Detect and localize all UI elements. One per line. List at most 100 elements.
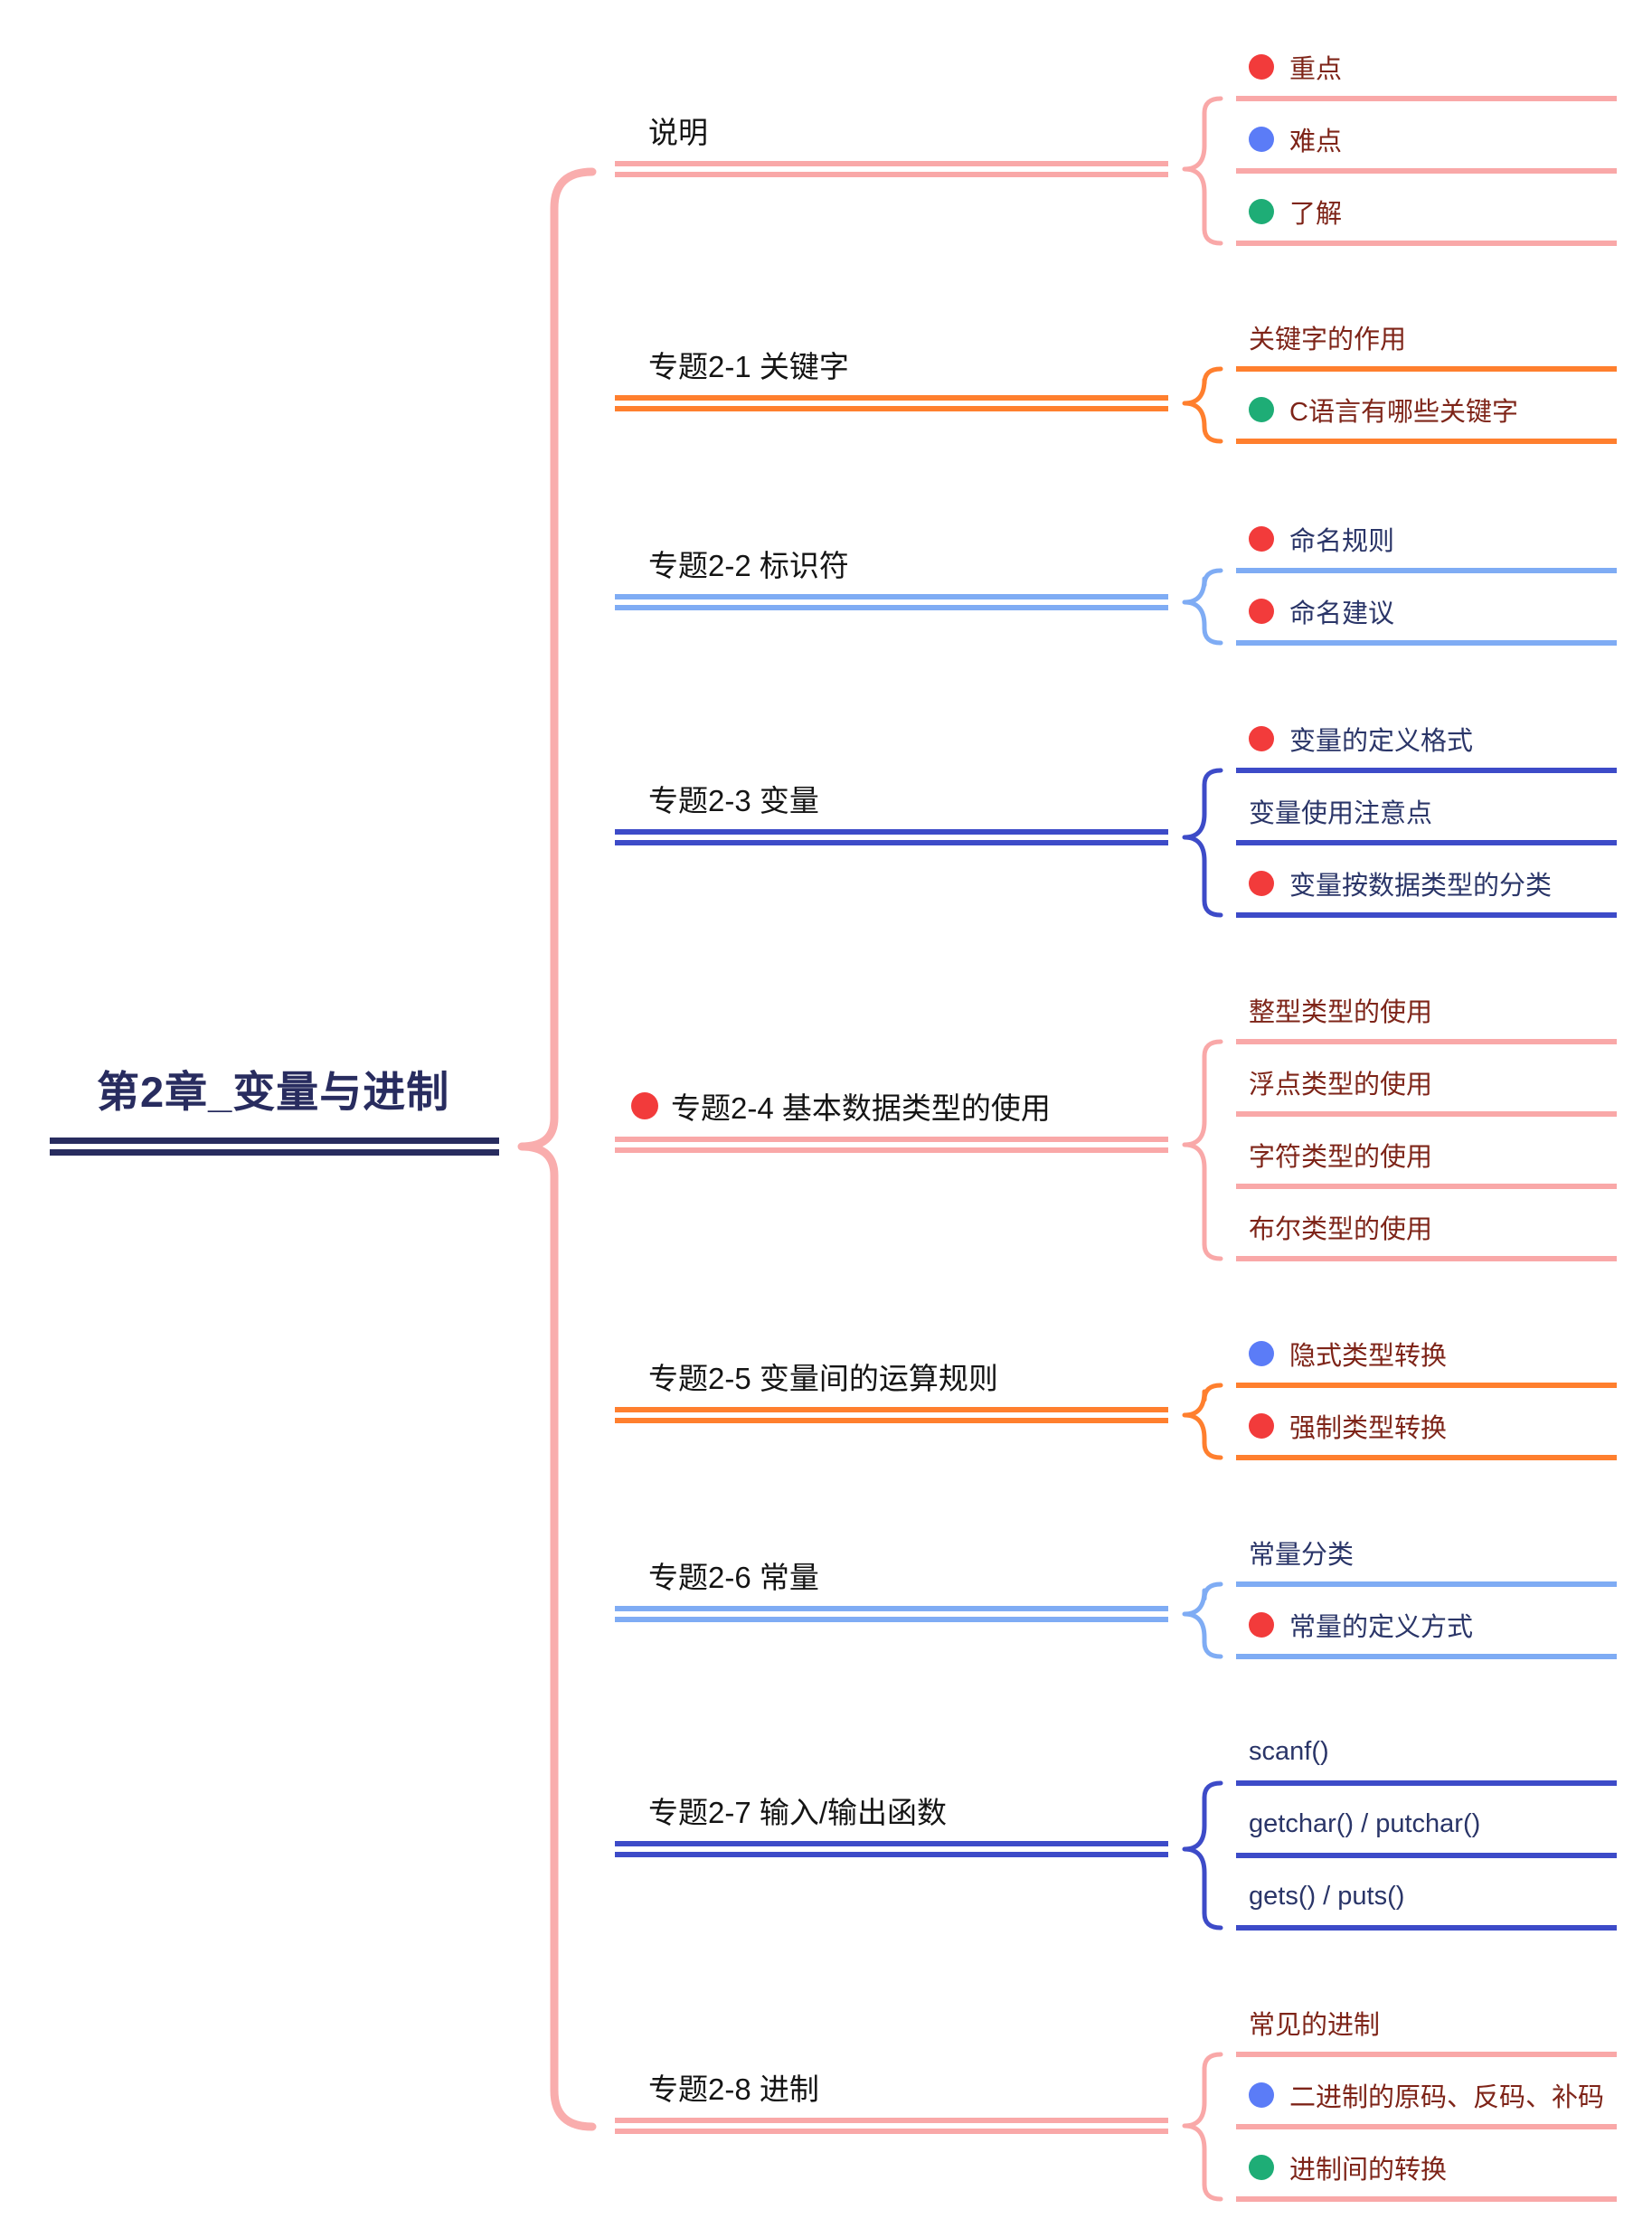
topic-2-5-operation-rules[interactable]: 专题2-5 变量间的运算规则: [615, 1356, 1168, 1423]
topic-label: 专题2-7 输入/输出函数: [648, 1796, 948, 1829]
topic-2-8-number-systems[interactable]: 专题2-8 进制: [615, 2067, 1168, 2134]
subtopic[interactable]: 变量使用注意点: [1236, 773, 1617, 845]
subtopic-label: 常量的定义方式: [1289, 1613, 1474, 1642]
topic-2-1-keywords[interactable]: 专题2-1 关键字: [615, 345, 1168, 411]
subtopic-label: 了解: [1289, 200, 1343, 229]
branch-brace: [1182, 366, 1223, 444]
subtopic[interactable]: 重点: [1236, 29, 1617, 101]
topic-2-4-basic-data-types[interactable]: 专题2-4 基本数据类型的使用: [615, 1086, 1168, 1153]
topic-underline: [615, 1841, 1168, 1857]
subtopic[interactable]: 常量分类: [1236, 1515, 1617, 1587]
topic-2-7-io-functions[interactable]: 专题2-7 输入/输出函数: [615, 1790, 1168, 1857]
subtopic[interactable]: C语言有哪些关键字: [1236, 372, 1617, 444]
topic-underline: [615, 161, 1168, 177]
subtopic-label: 常量分类: [1249, 1541, 1355, 1570]
subtopic-label: gets() / puts(): [1249, 1881, 1405, 1911]
subtopic[interactable]: 了解: [1236, 174, 1617, 246]
priority-dot-blue-icon: [1249, 127, 1274, 152]
subtopic[interactable]: scanf(): [1236, 1713, 1617, 1786]
topic-underline: [615, 1407, 1168, 1423]
topic-2-2-identifiers[interactable]: 专题2-2 标识符: [615, 543, 1168, 610]
subtopic-label: 字符类型的使用: [1249, 1143, 1433, 1172]
subtopics-shuoming: 重点 难点 了解: [1236, 29, 1617, 246]
priority-dot-red-icon: [1249, 1612, 1274, 1638]
subtopics-2-4: 整型类型的使用 浮点类型的使用 字符类型的使用 布尔类型的使用: [1236, 972, 1617, 1261]
branch-brace: [1182, 1383, 1223, 1460]
topic-2-6-constants[interactable]: 专题2-6 常量: [615, 1555, 1168, 1622]
subtopics-2-7: scanf() getchar() / putchar() gets() / p…: [1236, 1713, 1617, 1931]
subtopic[interactable]: 布尔类型的使用: [1236, 1189, 1617, 1261]
subtopics-2-2: 命名规则 命名建议: [1236, 501, 1617, 646]
subtopic-label: 布尔类型的使用: [1249, 1215, 1433, 1244]
branch-brace: [1182, 768, 1223, 918]
root-topic[interactable]: 第2章_变量与进制: [50, 1065, 499, 1156]
subtopics-2-1: 关键字的作用 C语言有哪些关键字: [1236, 299, 1617, 444]
subtopic[interactable]: 关键字的作用: [1236, 299, 1617, 372]
topic-label: 专题2-5 变量间的运算规则: [648, 1362, 998, 1395]
topic-2-3-variables[interactable]: 专题2-3 变量: [615, 779, 1168, 845]
subtopics-2-5: 隐式类型转换 强制类型转换: [1236, 1316, 1617, 1460]
topic-underline: [615, 829, 1168, 845]
subtopic[interactable]: 变量的定义格式: [1236, 701, 1617, 773]
topic-underline: [615, 395, 1168, 411]
subtopic[interactable]: 隐式类型转换: [1236, 1316, 1617, 1388]
branch-brace: [1182, 1581, 1223, 1659]
subtopic-label: 关键字的作用: [1249, 326, 1407, 354]
subtopic[interactable]: 变量按数据类型的分类: [1236, 845, 1617, 918]
subtopic-label: 进制间的转换: [1289, 2156, 1448, 2185]
subtopic-label: 命名建议: [1289, 599, 1395, 628]
root-topic-label: 第2章_变量与进制: [97, 1068, 450, 1116]
subtopics-2-6: 常量分类 常量的定义方式: [1236, 1515, 1617, 1659]
subtopics-2-3: 变量的定义格式 变量使用注意点 变量按数据类型的分类: [1236, 701, 1617, 918]
topic-label: 专题2-6 常量: [648, 1561, 819, 1594]
priority-dot-red-icon: [1249, 526, 1274, 552]
topic-label: 专题2-4 基本数据类型的使用: [671, 1091, 1051, 1125]
priority-dot-green-icon: [1249, 2155, 1274, 2180]
subtopics-2-8: 常见的进制 二进制的原码、反码、补码 进制间的转换: [1236, 1985, 1617, 2202]
topic-label: 专题2-1 关键字: [648, 350, 849, 383]
subtopic-label: 重点: [1289, 55, 1343, 84]
subtopic-label: 难点: [1289, 127, 1343, 156]
subtopic[interactable]: 整型类型的使用: [1236, 972, 1617, 1044]
branch-brace: [1182, 2052, 1223, 2202]
subtopic-label: 常见的进制: [1249, 2011, 1381, 2040]
priority-dot-red-icon: [1249, 1413, 1274, 1439]
subtopic-label: getchar() / putchar(): [1249, 1808, 1481, 1838]
priority-dot-red-icon: [631, 1092, 658, 1119]
root-brace: [517, 167, 597, 2131]
subtopic-label: 命名规则: [1289, 527, 1395, 556]
subtopic-label: 隐式类型转换: [1289, 1342, 1448, 1371]
topic-shuoming[interactable]: 说明: [615, 110, 1168, 177]
subtopic-label: 变量按数据类型的分类: [1289, 872, 1553, 901]
branch-brace: [1182, 1780, 1223, 1931]
subtopic[interactable]: 浮点类型的使用: [1236, 1044, 1617, 1117]
subtopic[interactable]: 命名建议: [1236, 573, 1617, 646]
subtopic[interactable]: 常见的进制: [1236, 1985, 1617, 2057]
subtopic-label: 强制类型转换: [1289, 1414, 1448, 1443]
topic-label: 专题2-8 进制: [648, 2072, 819, 2106]
subtopic-label: 二进制的原码、反码、补码: [1289, 2083, 1605, 2112]
subtopic-label: 变量的定义格式: [1289, 727, 1474, 756]
priority-dot-blue-icon: [1249, 1341, 1274, 1366]
topic-underline: [615, 1137, 1168, 1153]
topic-underline: [615, 2118, 1168, 2134]
subtopic-label: 浮点类型的使用: [1249, 1071, 1433, 1100]
subtopic-label: 整型类型的使用: [1249, 998, 1433, 1027]
subtopic[interactable]: gets() / puts(): [1236, 1858, 1617, 1931]
topic-underline: [615, 1606, 1168, 1622]
subtopic[interactable]: 二进制的原码、反码、补码: [1236, 2057, 1617, 2129]
subtopic[interactable]: 难点: [1236, 101, 1617, 174]
subtopic[interactable]: 字符类型的使用: [1236, 1117, 1617, 1189]
subtopic[interactable]: getchar() / putchar(): [1236, 1786, 1617, 1858]
subtopic[interactable]: 进制间的转换: [1236, 2129, 1617, 2202]
branch-brace: [1182, 1039, 1223, 1261]
subtopic[interactable]: 强制类型转换: [1236, 1388, 1617, 1460]
subtopic[interactable]: 命名规则: [1236, 501, 1617, 573]
priority-dot-blue-icon: [1249, 2082, 1274, 2108]
priority-dot-red-icon: [1249, 726, 1274, 751]
subtopic[interactable]: 常量的定义方式: [1236, 1587, 1617, 1659]
branch-brace: [1182, 568, 1223, 646]
priority-dot-green-icon: [1249, 397, 1274, 422]
subtopic-label: 变量使用注意点: [1249, 799, 1433, 828]
